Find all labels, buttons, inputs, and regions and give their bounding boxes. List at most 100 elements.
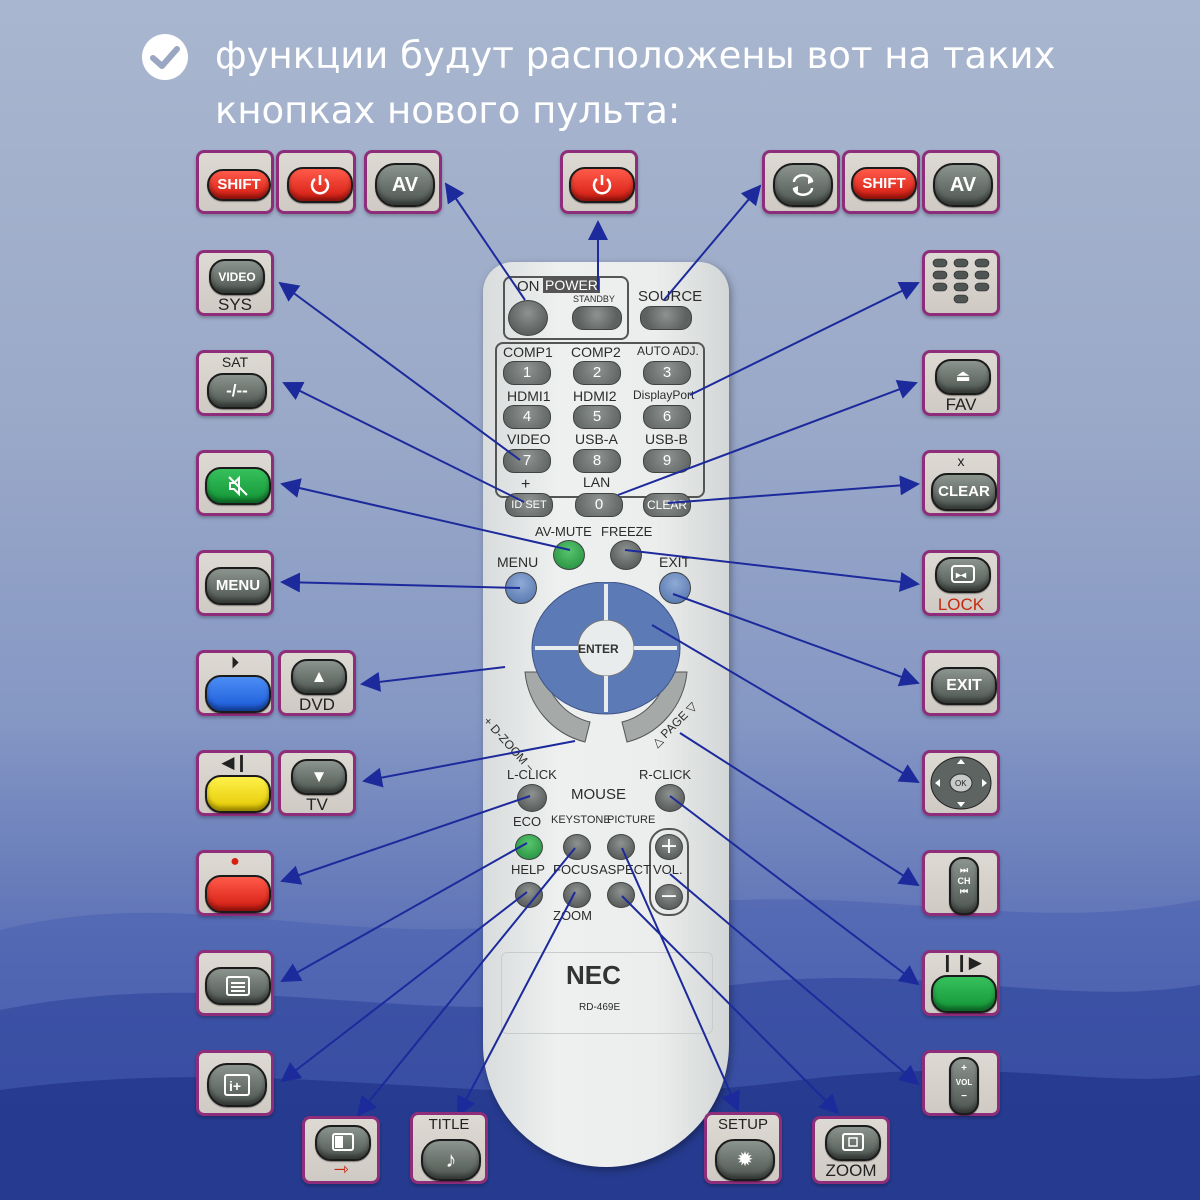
key-label-5: HDMI2 — [573, 388, 617, 404]
remote-key-9[interactable]: 9 — [643, 449, 691, 473]
dash-button[interactable]: -/-- — [207, 373, 267, 409]
tile-setup[interactable]: SETUP ✹ — [704, 1112, 782, 1184]
text-button[interactable] — [205, 967, 271, 1005]
blue-button[interactable] — [205, 675, 271, 713]
power-icon — [589, 172, 615, 198]
title-button[interactable]: ♪ — [421, 1139, 481, 1181]
remote-l-click-button[interactable] — [517, 784, 547, 812]
remote-key-7[interactable]: 7 — [503, 449, 551, 473]
tile-green[interactable]: ❙❙▶︎ — [922, 950, 1000, 1016]
tile-dpad[interactable]: OK — [922, 750, 1000, 816]
red-button[interactable] — [205, 875, 271, 913]
remote-standby-button[interactable] — [572, 306, 622, 330]
key-label-4: HDMI1 — [507, 388, 551, 404]
menu-button[interactable]: MENU — [205, 567, 271, 605]
power-button-left[interactable] — [287, 167, 353, 203]
picture-label: PICTURE — [607, 814, 655, 826]
remote-r-click-button[interactable] — [655, 784, 685, 812]
lock-button[interactable]: ▸◂ — [935, 557, 991, 593]
tile-power-left[interactable] — [276, 150, 356, 214]
tile-av-left[interactable]: AV — [364, 150, 442, 214]
remote-key-3[interactable]: 3 — [643, 361, 691, 385]
tile-numpad[interactable] — [922, 250, 1000, 316]
tile-volume[interactable]: + VOL − — [922, 1050, 1000, 1116]
shift-button-right[interactable]: SHIFT — [851, 167, 917, 201]
tile-yellow[interactable]: ◀︎❙ — [196, 750, 274, 816]
tile-input[interactable]: ⇾ — [302, 1116, 380, 1184]
clear-button[interactable]: CLEAR — [931, 473, 997, 511]
tile-clear[interactable]: x CLEAR — [922, 450, 1000, 516]
key-label-2: COMP2 — [571, 344, 621, 360]
freeze-label: FREEZE — [601, 524, 652, 539]
yellow-button[interactable] — [205, 775, 271, 813]
remote-clear-button[interactable]: CLEAR — [643, 493, 691, 517]
tile-channel[interactable]: ⏭︎ CH ⏮︎ — [922, 850, 1000, 916]
remote-source-button[interactable] — [640, 306, 692, 330]
source-label: SOURCE — [638, 288, 702, 305]
tile-tv[interactable]: ▼ TV — [278, 750, 356, 816]
tile-shift-right[interactable]: SHIFT — [842, 150, 920, 214]
remote-key-2[interactable]: 2 — [573, 361, 621, 385]
tile-record[interactable]: ● — [196, 850, 274, 916]
tile-lock[interactable]: ▸◂ LOCK — [922, 550, 1000, 616]
tile-power-center[interactable] — [560, 150, 638, 214]
up-arrow-button[interactable]: ▲ — [291, 659, 347, 695]
zoom-button[interactable] — [825, 1125, 881, 1161]
remote-key-8[interactable]: 8 — [573, 449, 621, 473]
av-button-right[interactable]: AV — [933, 163, 993, 207]
remote-help-button[interactable] — [515, 882, 543, 908]
mute-button[interactable] — [205, 467, 271, 505]
remote-keystone-button[interactable] — [563, 834, 591, 860]
remote-freeze-button[interactable] — [610, 540, 642, 570]
remote-vol-minus-button[interactable]: − — [655, 884, 683, 910]
tile-blue[interactable]: ⏵︎ — [196, 650, 274, 716]
remote-id-set-button[interactable]: ID SET — [505, 493, 553, 517]
video-button[interactable]: VIDEO — [209, 259, 265, 295]
remote-key-4[interactable]: 4 — [503, 405, 551, 429]
tile-mute[interactable] — [196, 450, 274, 516]
tile-video-sys[interactable]: VIDEO SYS — [196, 250, 274, 316]
volume-rocker[interactable]: + VOL − — [949, 1057, 979, 1115]
tile-info[interactable]: i+ — [196, 1050, 274, 1116]
remote-key-6[interactable]: 6 — [643, 405, 691, 429]
checkmark-icon — [140, 32, 190, 82]
channel-rocker[interactable]: ⏭︎ CH ⏮︎ — [949, 857, 979, 915]
tile-shift-left[interactable]: SHIFT — [196, 150, 274, 214]
eject-button[interactable]: ⏏ — [935, 359, 991, 395]
remote-aspect-button[interactable] — [607, 882, 635, 908]
remote-on-button[interactable] — [508, 300, 548, 336]
tile-sat[interactable]: SAT -/-- — [196, 350, 274, 416]
remote-vol-plus-button[interactable]: + — [655, 834, 683, 860]
down-arrow-button[interactable]: ▼ — [291, 759, 347, 795]
input-button[interactable] — [315, 1125, 371, 1161]
tile-menu[interactable]: MENU — [196, 550, 274, 616]
remote-key-1[interactable]: 1 — [503, 361, 551, 385]
dpad-icon[interactable]: OK — [925, 753, 997, 813]
shift-button-left[interactable]: SHIFT — [207, 169, 271, 201]
tile-av-right[interactable]: AV — [922, 150, 1000, 214]
id-set-plus: + — [521, 476, 530, 494]
swap-button[interactable] — [773, 163, 833, 207]
remote-focus-zoom-button[interactable] — [563, 882, 591, 908]
remote-dpad[interactable] — [495, 582, 717, 752]
setup-button[interactable]: ✹ — [715, 1139, 775, 1181]
power-button-center[interactable] — [569, 167, 635, 203]
tile-text[interactable] — [196, 950, 274, 1016]
model-label: RD-469E — [579, 1002, 620, 1013]
remote-av-mute-button[interactable] — [553, 540, 585, 570]
remote-key-0[interactable]: 0 — [575, 493, 623, 517]
tile-dvd[interactable]: ▲ DVD — [278, 650, 356, 716]
av-button-left[interactable]: AV — [375, 163, 435, 207]
tile-fav[interactable]: ⏏ FAV — [922, 350, 1000, 416]
info-button[interactable]: i+ — [207, 1063, 267, 1107]
remote-eco-button[interactable] — [515, 834, 543, 860]
tile-zoom[interactable]: ZOOM — [812, 1116, 890, 1184]
green-button[interactable] — [931, 975, 997, 1013]
tile-title[interactable]: TITLE ♪ — [410, 1112, 488, 1184]
tile-swap[interactable] — [762, 150, 840, 214]
exit-button[interactable]: EXIT — [931, 667, 997, 705]
remote-key-5[interactable]: 5 — [573, 405, 621, 429]
tile-exit[interactable]: EXIT — [922, 650, 1000, 716]
swap-icon — [786, 170, 820, 200]
remote-picture-button[interactable] — [607, 834, 635, 860]
